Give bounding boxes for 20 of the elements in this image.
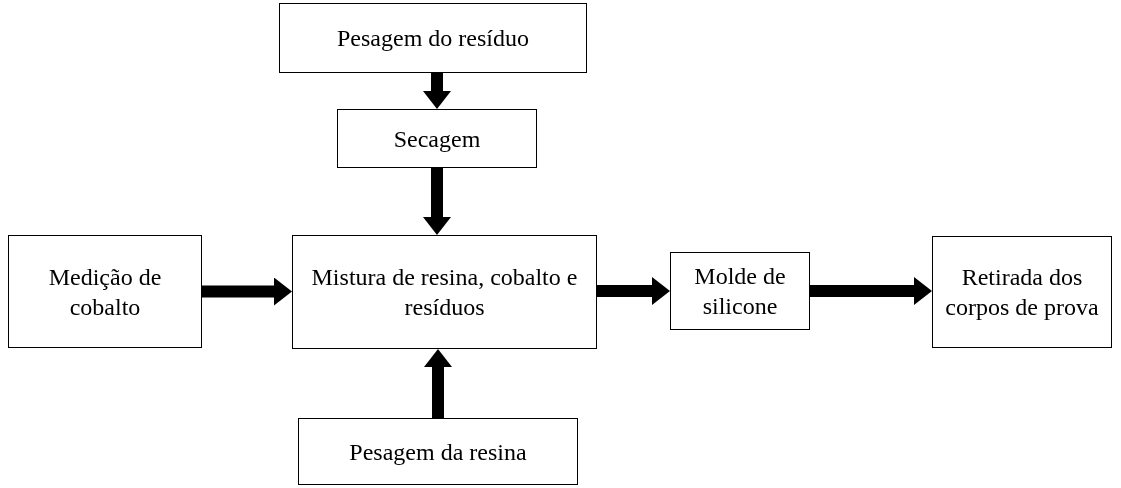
block-arrow [423,73,451,109]
process-box [292,235,597,349]
block-arrow [597,277,670,305]
process-box [337,109,537,168]
box-text: Pesagem da resina [349,437,527,467]
block-arrow [810,277,932,305]
process-box [298,418,578,485]
process-box [8,235,202,348]
block-arrow [423,168,451,235]
process-box [932,236,1112,348]
process-box [670,252,810,330]
box-text: Secagem [393,124,481,154]
box-text: Pesagem do resíduo [337,24,529,53]
process-box [279,3,587,73]
box-text: Medição de cobalto [47,262,163,322]
box-text: Retirada dos corpos de prova [944,263,1100,322]
block-arrow [424,349,452,418]
block-arrow [202,277,292,306]
box-text: Mistura de resina, cobalto e resíduos [310,263,579,322]
box-text: Molde de silicone [693,262,787,321]
